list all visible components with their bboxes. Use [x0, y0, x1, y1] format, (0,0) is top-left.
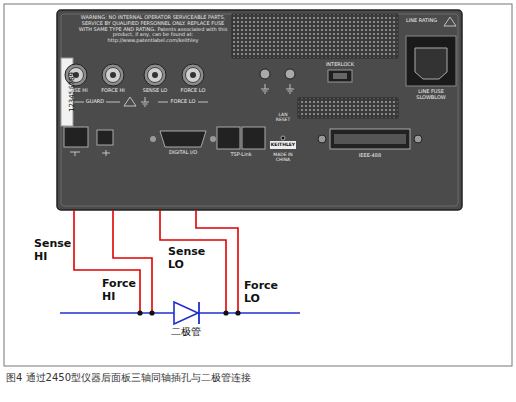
red-wires	[74, 210, 238, 313]
screw	[210, 136, 216, 142]
jack-label: FORCE LO	[173, 88, 213, 94]
force-lo-bar-label: FORCE LO	[166, 99, 200, 105]
rear-panel	[57, 10, 462, 210]
ieee488-connector	[330, 129, 410, 149]
line-rating-label: LINE RATING	[406, 18, 442, 24]
ieee488-label: IEEE-488	[345, 153, 395, 159]
usb-port	[97, 130, 113, 145]
ethernet-port	[64, 127, 88, 147]
vent-grille	[232, 14, 398, 58]
interlock-label: INTERLOCK	[320, 62, 360, 68]
jack-label: FORCE HI	[93, 88, 133, 94]
lan-reset-label: LAN RESET	[271, 112, 295, 122]
brand-label: KEITHLEY	[268, 142, 298, 147]
ground-terminal	[260, 69, 270, 79]
screw	[150, 136, 156, 142]
lan-reset-hole	[281, 136, 285, 140]
terminal-label: Force LO	[244, 280, 278, 305]
screw	[414, 135, 422, 143]
terminal-label: Sense LO	[168, 246, 205, 271]
ground-terminal	[285, 69, 295, 79]
interlock-connector	[328, 70, 352, 82]
tsp-link-port	[217, 127, 240, 149]
power-inlet	[406, 36, 456, 86]
screw	[318, 135, 326, 143]
triax-jacks	[65, 64, 204, 86]
diode-bar	[198, 302, 200, 324]
digital-io-connector	[160, 131, 206, 147]
power-socket	[415, 48, 447, 79]
digital-io-label: DIGITAL I/O	[158, 150, 208, 156]
tsp-link-port	[242, 127, 265, 149]
jack-label: SENSE LO	[135, 88, 175, 94]
diode-symbol	[174, 302, 198, 324]
jack-label: SENSE HI	[56, 88, 96, 94]
panel-inner-edge	[61, 14, 458, 206]
terminal-label: Force HI	[102, 278, 136, 303]
tsp-link-label: TSP-Link	[218, 152, 264, 158]
ieee488-pins	[334, 134, 406, 144]
figure-caption: 图4 通过2450型仪器后面板三轴同轴插孔与二极管连接	[6, 372, 510, 384]
component-label: 二极管	[161, 326, 211, 338]
figure-frame	[4, 4, 512, 366]
junction-dots	[137, 310, 240, 315]
terminal-label: Sense HI	[34, 238, 71, 263]
vent-grille	[298, 98, 398, 118]
interlock-pins	[333, 73, 347, 79]
guard-label: GUARD	[80, 99, 110, 105]
origin-label: MADE IN CHINA	[268, 152, 298, 162]
fuse-label: LINE FUSE SLOWBLOW	[406, 89, 456, 101]
warning-text: WARNING: NO INTERNAL OPERATOR SERVICEABL…	[78, 15, 228, 44]
